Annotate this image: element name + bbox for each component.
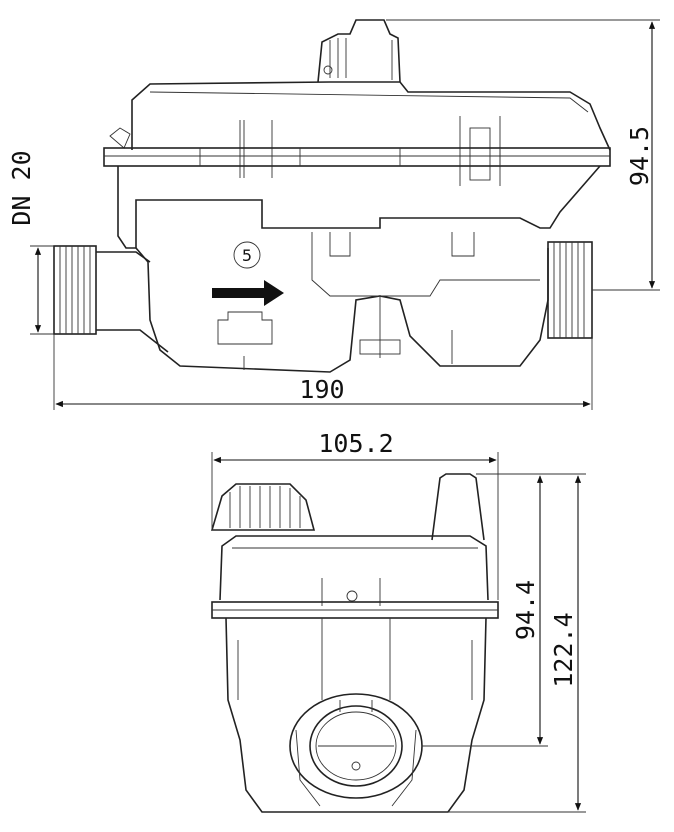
end-flange-band (211, 601, 499, 619)
dimension-width: 105.2 (211, 429, 499, 600)
end-height-label: 94.4 (511, 580, 540, 640)
inlet-connector (53, 245, 169, 353)
flange-band (103, 147, 611, 167)
meter-lid (109, 81, 611, 186)
part-number-balloon: 5 (233, 241, 261, 269)
total-height-label: 122.4 (549, 612, 578, 687)
dimension-total-height: 122.4 (448, 473, 586, 813)
outlet-connector (547, 241, 593, 339)
side-view: 5 DN 20 190 94.5 (7, 19, 660, 410)
end-lid (219, 535, 489, 606)
dimension-height: 94.5 (386, 19, 660, 291)
flow-direction-arrow (212, 280, 284, 306)
end-lower-body (225, 617, 487, 813)
meter-lower-body (117, 165, 601, 373)
dimension-dn: DN 20 (7, 150, 54, 335)
part-number: 5 (242, 246, 252, 265)
end-view: 105.2 94.4 122.4 (210, 429, 586, 813)
nominal-size-label: DN 20 (7, 150, 36, 225)
nameplate-outline (217, 311, 273, 345)
pipe-orifice (289, 693, 423, 807)
width-label: 105.2 (318, 429, 393, 458)
register-knob (210, 483, 316, 531)
register-cap (317, 19, 401, 83)
height-label: 94.5 (625, 126, 654, 186)
length-label: 190 (299, 375, 344, 404)
antenna-fin (431, 473, 485, 541)
dimension-length: 190 (53, 334, 593, 410)
